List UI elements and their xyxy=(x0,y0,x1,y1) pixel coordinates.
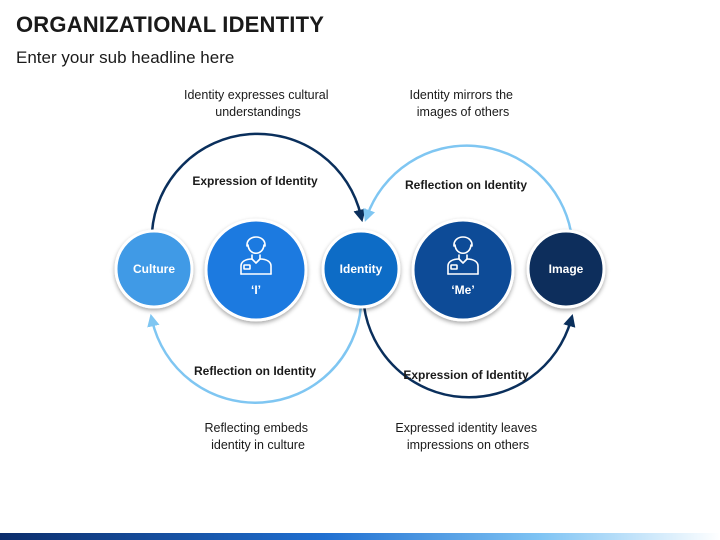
arc-reflection-identity-to-culture xyxy=(147,305,363,404)
slide-title: ORGANIZATIONAL IDENTITY xyxy=(16,12,325,37)
node-image-label: Image xyxy=(549,262,584,276)
node-image: Image xyxy=(526,229,606,309)
node-culture-label: Culture xyxy=(133,262,175,276)
arc-expression-culture-to-identity xyxy=(150,132,366,233)
businessman-icon xyxy=(240,236,272,275)
caption-bottom-right: Expressed identity leaves impressions on… xyxy=(395,421,540,452)
slide-subtitle: Enter your sub headline here xyxy=(16,48,235,67)
bottom-accent-bar xyxy=(0,533,720,540)
arc-label-top-right: Reflection on Identity xyxy=(405,178,527,192)
arc-expression-identity-to-image xyxy=(362,305,576,399)
caption-top-right: Identity mirrors the images of others xyxy=(410,88,517,119)
node-culture: Culture xyxy=(114,229,194,309)
node-i-person: ‘I’ xyxy=(204,218,308,322)
node-me-person-label: ‘Me’ xyxy=(451,283,474,297)
caption-bottom-left: Reflecting embeds identity in culture xyxy=(204,421,311,452)
caption-top-left: Identity expresses cultural understandin… xyxy=(184,88,332,119)
node-me-person: ‘Me’ xyxy=(411,218,515,322)
arc-label-top-left: Expression of Identity xyxy=(192,174,318,188)
node-identity-label: Identity xyxy=(340,262,383,276)
arc-label-bottom-left: Reflection on Identity xyxy=(194,364,316,378)
businessman-icon xyxy=(447,236,479,275)
node-i-person-label: ‘I’ xyxy=(251,283,261,297)
arc-label-bottom-right: Expression of Identity xyxy=(403,368,529,382)
arc-reflection-image-to-identity xyxy=(363,144,573,233)
node-identity: Identity xyxy=(321,229,401,309)
